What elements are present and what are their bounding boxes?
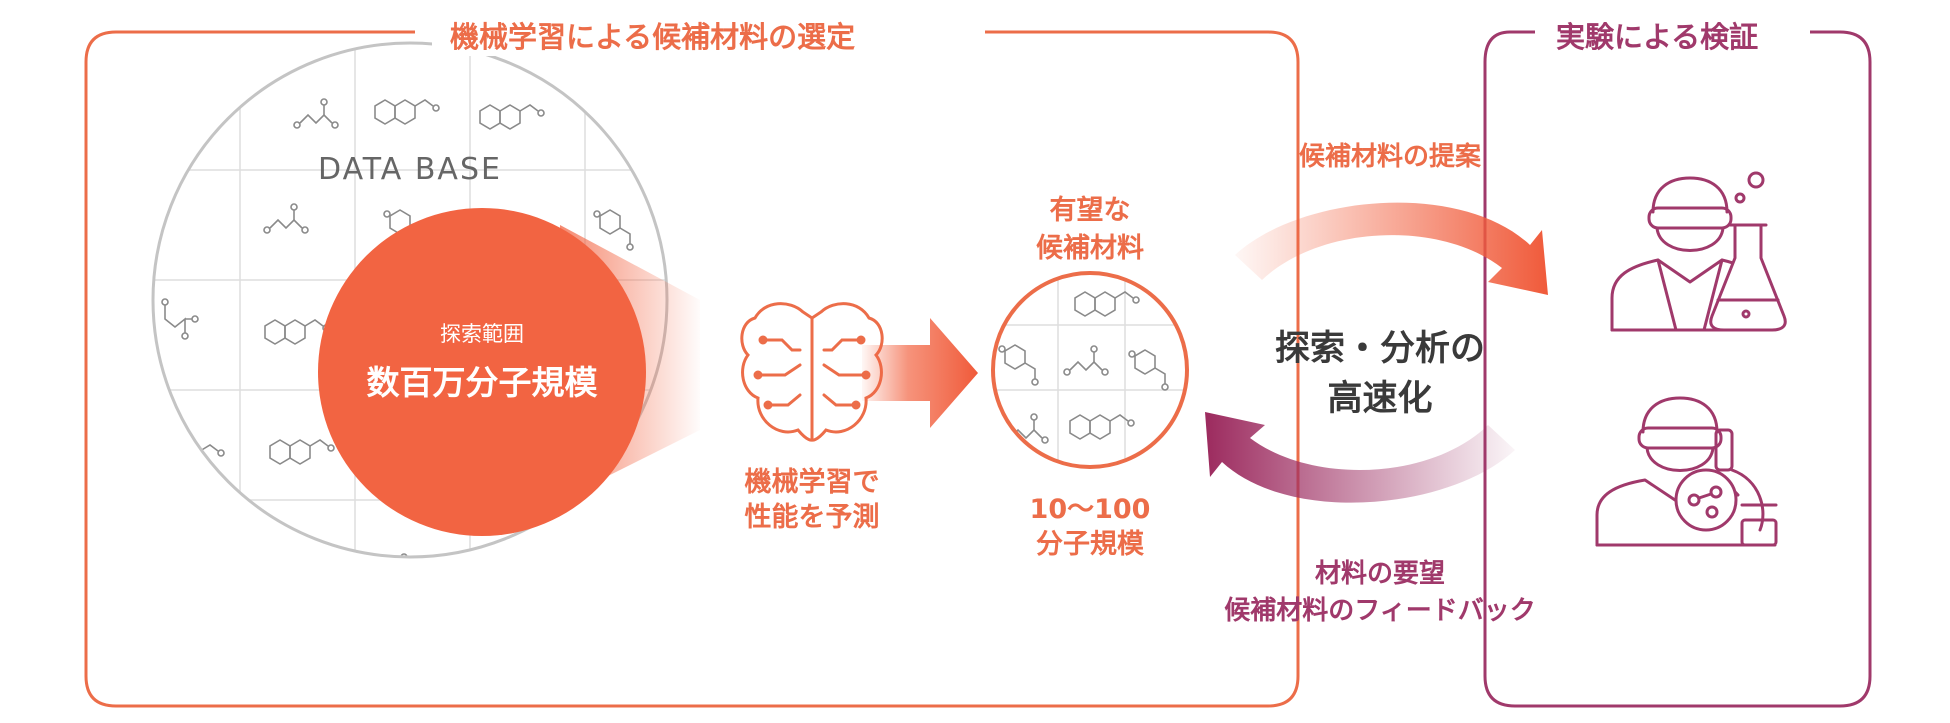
candidate-circle — [991, 271, 1189, 469]
proposal-arrow — [1235, 202, 1548, 295]
molecule-structure — [488, 554, 529, 557]
result-scale-line1: 10～100 — [1029, 494, 1151, 525]
database-label: DATA BASE — [318, 152, 502, 187]
cycle-center-line1: 探索・分析の — [1274, 329, 1485, 369]
search-range-caption: 探索範囲 — [440, 322, 524, 346]
result-scale-line2: 分子規模 — [1036, 529, 1144, 560]
feedback-arrow — [1205, 412, 1515, 503]
molecule-structure — [263, 554, 304, 557]
ml-section-title: 機械学習による候補材料の選定 — [432, 14, 874, 56]
ml-prediction-arrow — [862, 318, 978, 428]
brain-circuit-icon — [740, 302, 884, 442]
scientist-flask-icon — [1610, 171, 1787, 332]
promising-line2: 候補材料 — [1036, 233, 1144, 264]
feedback-line2: 候補材料のフィードバック — [1224, 596, 1536, 626]
exp-section-frame — [1483, 30, 1872, 708]
candidate-grid — [993, 273, 1187, 467]
feedback-line1: 材料の要望 — [1314, 559, 1445, 589]
scientist-microscope-icon — [1595, 396, 1778, 547]
search-range-scale: 数百万分子規模 — [366, 363, 598, 402]
search-range-circle — [318, 208, 646, 536]
ml-section-frame — [84, 30, 1300, 708]
promising-line1: 有望な — [1049, 195, 1131, 226]
ml-step-line1: 機械学習で — [744, 467, 880, 498]
molecule-structure — [188, 528, 234, 557]
cycle-center-line2: 高速化 — [1327, 379, 1433, 419]
exp-section-title: 実験による検証 — [1538, 14, 1777, 56]
proposal-label: 候補材料の提案 — [1298, 142, 1481, 172]
ml-step-line2: 性能を予測 — [744, 502, 880, 533]
